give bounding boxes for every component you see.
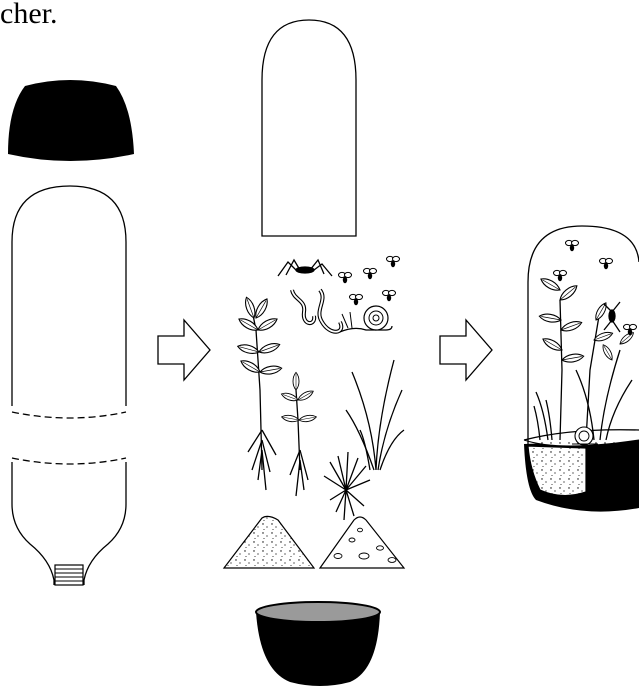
arrow-right-icon: [440, 320, 492, 380]
sand-pile-icon: [224, 516, 314, 568]
cut-line-upper: [12, 412, 126, 418]
grass-icon: [346, 360, 404, 470]
arrow-right-icon: [158, 320, 210, 380]
ingredients: [224, 20, 404, 686]
dome-icon: [262, 20, 356, 236]
worm-icon: [292, 290, 341, 332]
seedling-icon: [324, 452, 370, 520]
bottle-parts: [8, 80, 134, 585]
fly-icon: [350, 294, 363, 305]
snail-icon: [340, 306, 392, 332]
terrarium-plants-icon: [534, 276, 635, 440]
cut-line-lower: [12, 458, 126, 464]
bottle-thread-icon: [55, 565, 83, 585]
terrarium-dome-icon: [528, 226, 639, 444]
fly-icon: [566, 240, 579, 251]
fly-icon: [387, 256, 400, 267]
gravel-pile-icon: [320, 517, 404, 568]
fly-icon: [554, 270, 567, 281]
fly-icon: [383, 290, 396, 301]
small-plant-icon: [280, 372, 316, 496]
pot-icon: [256, 602, 380, 686]
fly-icon: [364, 268, 377, 279]
spider-icon: [278, 260, 332, 276]
fly-icon: [339, 272, 352, 283]
bottle-body-icon: [12, 186, 126, 406]
finished-terrarium: [524, 226, 639, 512]
terrarium-spider-icon: [604, 302, 620, 332]
bottle-top-icon: [8, 80, 134, 161]
fly-icon: [600, 258, 613, 269]
fly-icon: [624, 324, 637, 335]
leafy-plant-icon: [237, 296, 283, 490]
